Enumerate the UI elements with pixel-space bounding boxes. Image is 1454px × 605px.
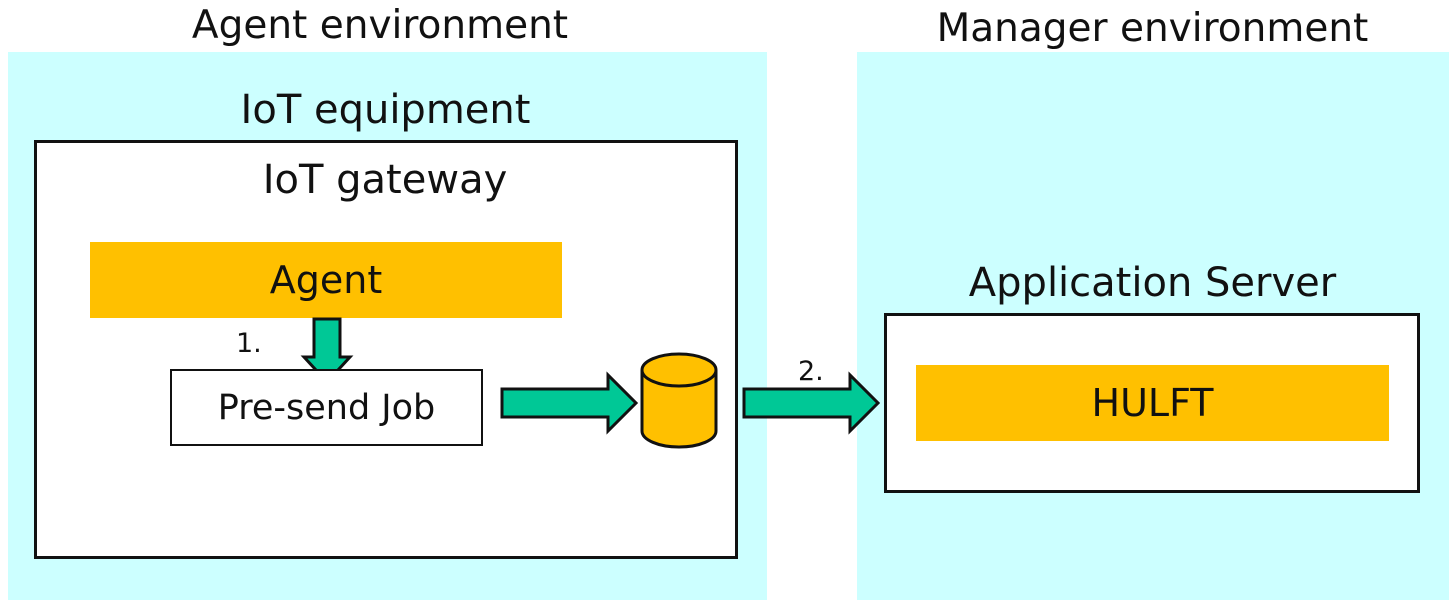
agent-component: Agent bbox=[90, 242, 562, 318]
step-1-label: 1. bbox=[236, 328, 262, 359]
transfer-arrow-icon bbox=[742, 371, 881, 435]
storage-cylinder-icon bbox=[640, 352, 718, 449]
agent-label: Agent bbox=[269, 258, 383, 302]
iot-gateway-box bbox=[34, 140, 738, 559]
pre-send-job-label: Pre-send Job bbox=[217, 387, 436, 428]
step-2-label: 2. bbox=[798, 356, 824, 387]
right-arrow-icon bbox=[500, 371, 639, 435]
pre-send-job-box: Pre-send Job bbox=[170, 369, 483, 446]
agent-environment-title: Agent environment bbox=[191, 3, 569, 48]
manager-environment-title: Manager environment bbox=[936, 6, 1369, 51]
application-server-label: Application Server bbox=[968, 260, 1337, 306]
hulft-component: HULFT bbox=[916, 365, 1389, 441]
iot-equipment-label: IoT equipment bbox=[240, 87, 531, 133]
hulft-label: HULFT bbox=[1091, 381, 1214, 425]
iot-gateway-label: IoT gateway bbox=[262, 157, 508, 203]
